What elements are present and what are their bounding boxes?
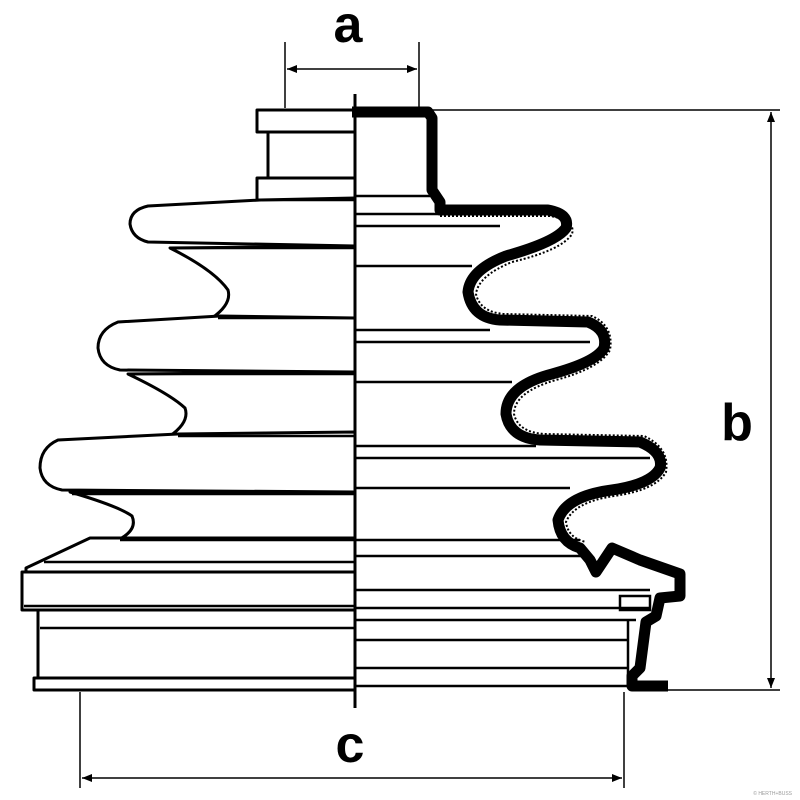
boot-wall-texture (440, 215, 668, 543)
top-collar-base (255, 176, 357, 202)
dimension-a-label: a (334, 0, 364, 54)
watermark-text: © HERTH+BUSS (753, 790, 792, 797)
large-collar-base (32, 676, 357, 692)
waist-2 (126, 370, 357, 440)
dimension-b-label: b (721, 394, 753, 452)
collar-section-details (618, 594, 652, 686)
outer-detail-lines (24, 198, 355, 630)
top-collar-rim (255, 108, 357, 134)
section-inner-lines (355, 110, 650, 688)
boot-section-view (352, 106, 686, 692)
waist-1 (168, 244, 357, 324)
dimension-b (420, 109, 780, 691)
boot-wall-section (352, 106, 686, 692)
waist-3 (68, 490, 357, 544)
dimension-c (79, 692, 625, 788)
top-collar-neck (266, 130, 357, 180)
boot-outer-view (20, 108, 357, 692)
convolution-3 (38, 430, 357, 494)
convolution-1 (128, 196, 357, 248)
dimension-a (284, 42, 420, 108)
large-collar-lip (36, 608, 357, 680)
dimension-c-label: c (336, 716, 365, 774)
large-collar-ring (20, 570, 357, 612)
convolution-2 (96, 314, 357, 374)
